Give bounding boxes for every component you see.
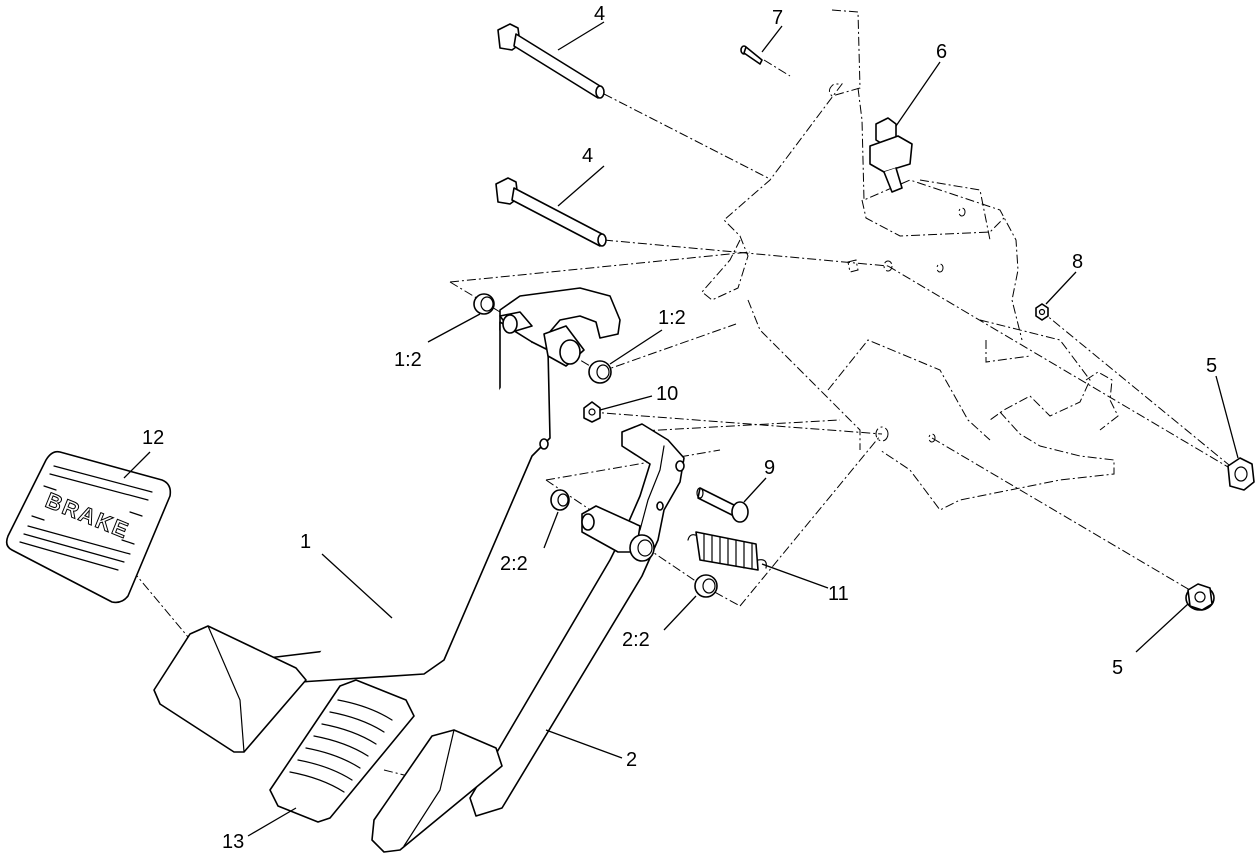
- callout-4-lower: 4: [582, 145, 593, 167]
- callout-1-2-right: 1:2: [658, 307, 686, 329]
- small-nut: [1035, 303, 1049, 321]
- bushing-lower-right: [694, 574, 718, 598]
- callout-1: 1: [300, 531, 311, 553]
- bushing-upper-right: [588, 360, 612, 384]
- brake-pedal-pad: [153, 625, 307, 753]
- callout-7: 7: [772, 7, 783, 29]
- callout-10: 10: [656, 383, 678, 405]
- callout-5-lower: 5: [1112, 657, 1123, 679]
- mounting-bracket-phantom: [701, 9, 1119, 511]
- accelerator-pedal-pad: [371, 729, 503, 853]
- flange-nut-upper: [1227, 457, 1255, 491]
- accelerator-pad-cover: [269, 679, 415, 823]
- screw-small: [740, 45, 763, 65]
- callout-8: 8: [1072, 251, 1083, 273]
- bushing-lower-left: [550, 489, 570, 511]
- callout-2-2-lower: 2:2: [622, 629, 650, 651]
- bushing-upper-left: [473, 293, 495, 315]
- callout-labels: 1 1:2 1:2 2 2:2 2:2 4 4 5 5 6 7 8 9 10 1…: [142, 3, 1217, 853]
- callout-13: 13: [222, 831, 244, 853]
- callout-4-upper: 4: [594, 3, 605, 25]
- leader-lines: [123, 21, 1239, 837]
- return-spring: [687, 531, 767, 571]
- callout-1-2-left: 1:2: [394, 349, 422, 371]
- callout-11: 11: [828, 583, 849, 605]
- callout-2: 2: [626, 749, 637, 771]
- accelerator-pedal-arm: [469, 423, 685, 817]
- bolt-upper: [497, 23, 605, 99]
- callout-5-upper: 5: [1206, 355, 1217, 377]
- brake-pad-cover: BRAKE: [5, 450, 172, 604]
- callout-2-2-upper: 2:2: [500, 553, 528, 575]
- callout-9: 9: [764, 457, 775, 479]
- brake-pedal-arm: [267, 287, 621, 683]
- flange-nut-lower: [1185, 583, 1215, 611]
- callout-12: 12: [142, 427, 164, 449]
- washer: [583, 401, 601, 423]
- brake-switch: [869, 117, 913, 193]
- callout-6: 6: [936, 41, 947, 63]
- bolt-lower: [495, 177, 607, 247]
- shoulder-bolt: [696, 487, 749, 523]
